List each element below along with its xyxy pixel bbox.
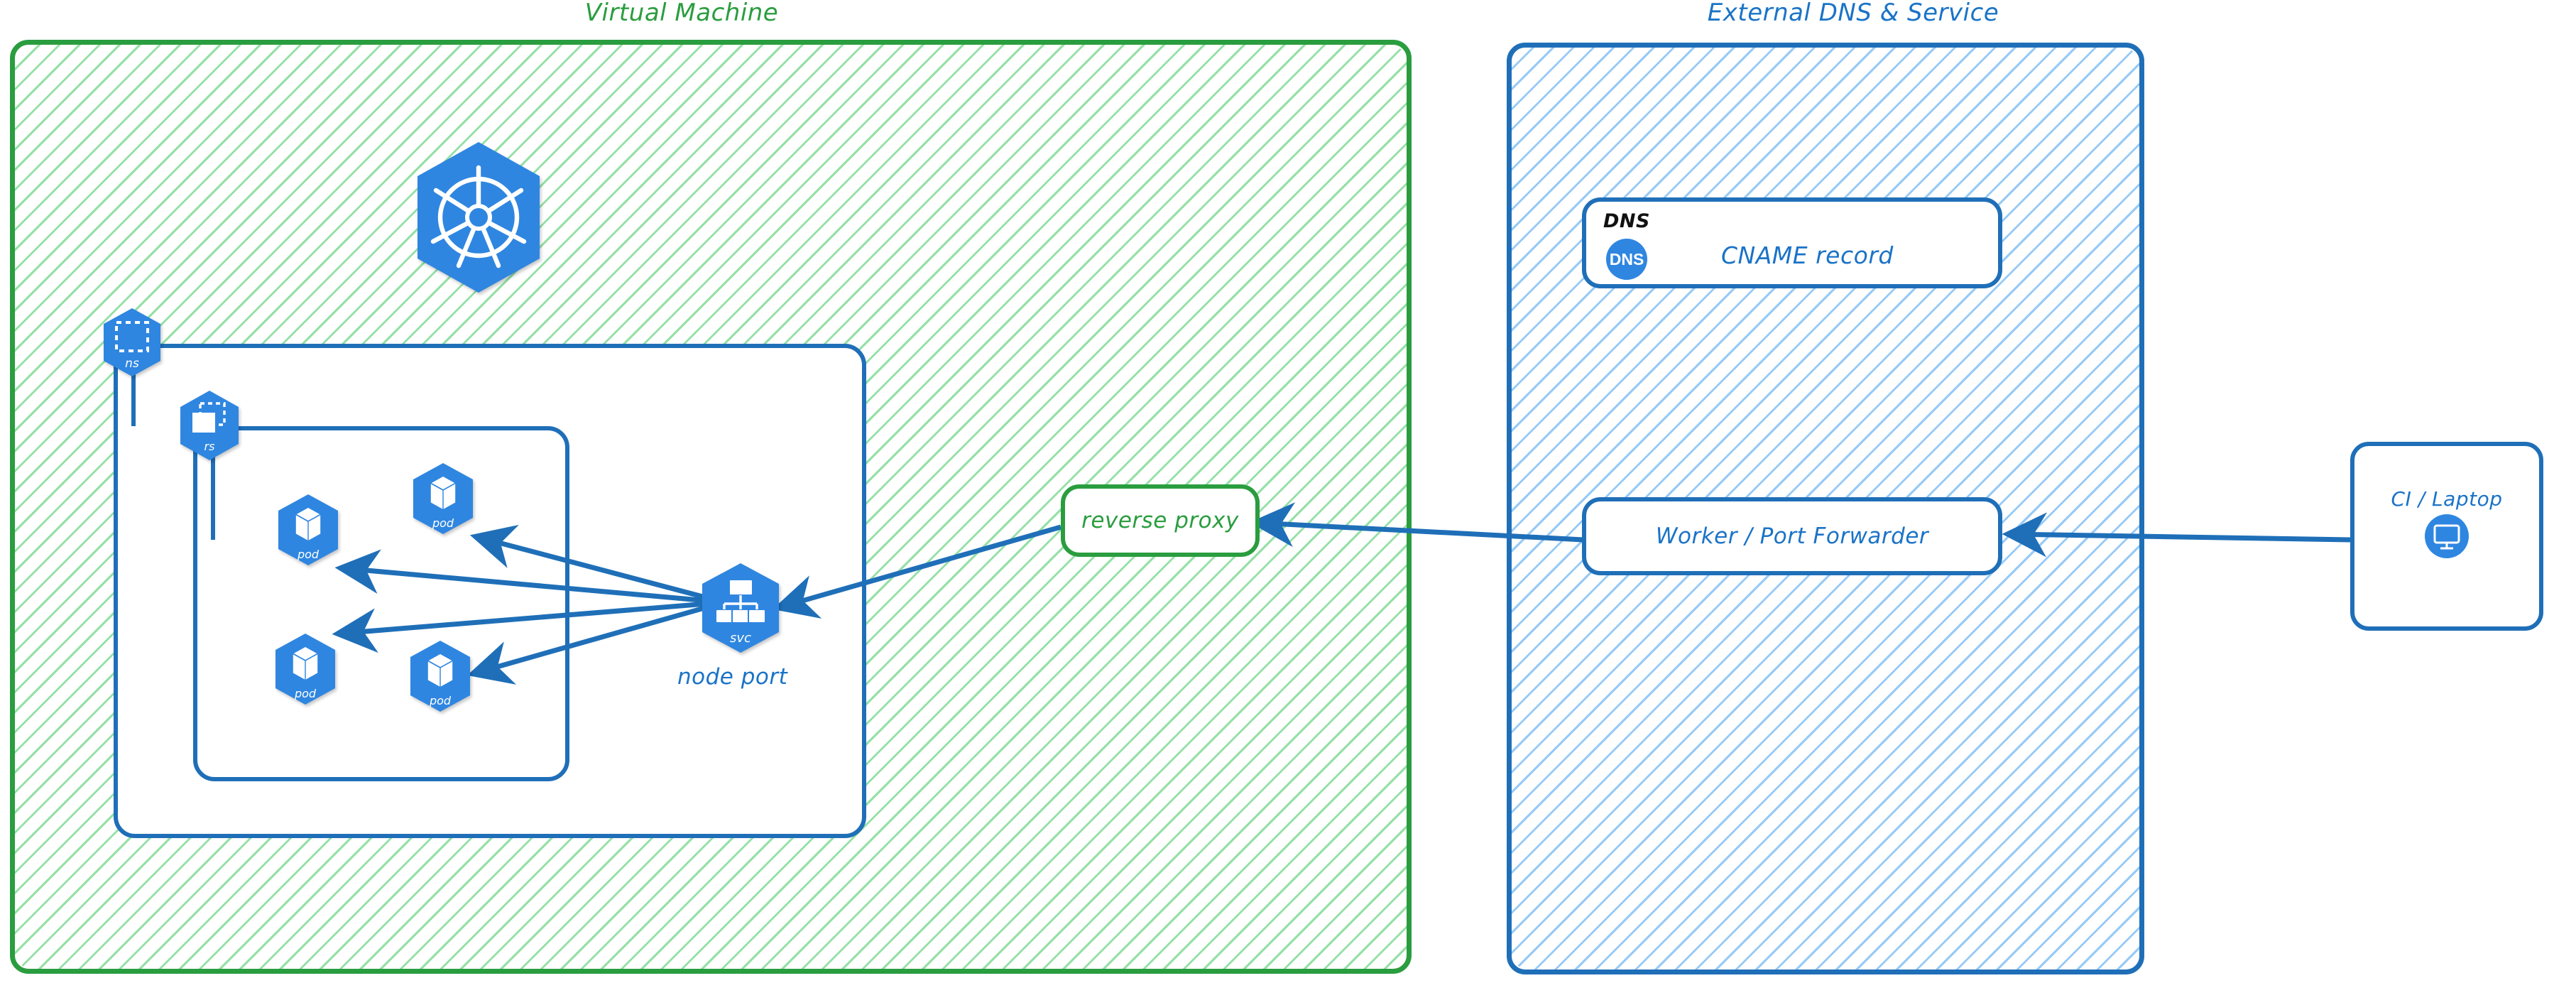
desktop-monitor-icon [2425,514,2469,558]
dns-card-title: DNS [1603,210,1650,232]
svg-text:pod: pod [294,687,317,700]
kubernetes-pod-icon-2: pod [409,462,477,536]
svg-text:pod: pod [432,516,454,530]
kubernetes-pod-icon-3: pod [271,632,339,706]
svg-text:pod: pod [297,548,320,561]
svg-text:pod: pod [429,694,452,707]
svg-text:ns: ns [125,357,139,371]
kubernetes-pod-icon-4: pod [406,639,474,713]
dns-record-card[interactable]: DNS DNS CNAME record [1582,197,2002,288]
svg-text:rs: rs [204,440,215,453]
replicaset-box [193,426,569,781]
kubernetes-pod-icon-1: pod [274,493,342,567]
dns-badge-icon: DNS [1606,239,1647,280]
kubernetes-logo [408,139,550,295]
ci-laptop-card[interactable]: CI / Laptop [2350,442,2543,631]
kubernetes-service-icon: svc [697,561,784,655]
group-title-virtual-machine: Virtual Machine [584,0,779,27]
cname-record-label: CNAME record [1721,241,1894,269]
kubernetes-replicaset-icon: rs [176,389,243,462]
kubernetes-namespace-icon: ns [99,307,165,378]
ci-laptop-label: CI / Laptop [2391,487,2503,511]
svg-text:svc: svc [730,631,751,646]
reverse-proxy-box[interactable]: reverse proxy [1061,484,1260,557]
worker-port-forwarder-label: Worker / Port Forwarder [1655,523,1929,549]
group-title-external-dns-service: External DNS & Service [1707,0,1999,27]
worker-port-forwarder-box[interactable]: Worker / Port Forwarder [1582,497,2002,575]
reverse-proxy-label: reverse proxy [1081,508,1239,533]
node-port-label: node port [677,664,788,690]
